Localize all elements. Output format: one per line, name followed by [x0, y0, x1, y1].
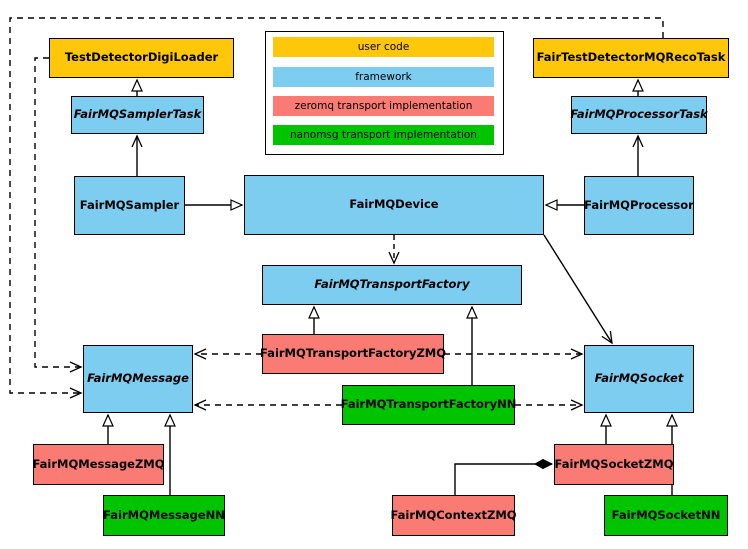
class-label: FairMQSocket: [594, 371, 684, 386]
class-node-fairmqdevice[interactable]: FairMQDevice: [244, 175, 544, 235]
class-node-fairmqsocketzmq[interactable]: FairMQSocketZMQ: [554, 444, 674, 485]
class-node-fairmqcontextzmq[interactable]: FairMQContextZMQ: [390, 495, 517, 536]
legend-item-framework: framework: [273, 67, 494, 87]
legend-label-nanomsg: nanomsg transport implementation: [290, 129, 477, 141]
class-label: FairMQDevice: [349, 197, 439, 212]
class-label: FairMQProcessorTask: [570, 107, 708, 122]
class-node-fairmqtransportfactoryzmq[interactable]: FairMQTransportFactoryZMQ: [260, 334, 447, 374]
class-label: FairMQProcessor: [584, 197, 694, 212]
class-node-fairmqsocket[interactable]: FairMQSocket: [584, 345, 694, 413]
class-label: FairMQTransportFactoryZMQ: [260, 346, 447, 361]
class-node-fairmqmessagezmq[interactable]: FairMQMessageZMQ: [32, 444, 165, 485]
class-label: FairMQSocketNN: [611, 507, 721, 522]
edge-device-to-socket: [543, 234, 613, 345]
legend-item-zeromq: zeromq transport implementation: [273, 96, 494, 116]
class-label: FairMQMessageZMQ: [32, 456, 165, 471]
class-label: FairMQMessageNN: [103, 507, 225, 522]
legend-label-user-code: user code: [357, 41, 410, 53]
class-label: FairMQSocketZMQ: [554, 456, 674, 471]
class-node-fairmqsocketnn[interactable]: FairMQSocketNN: [604, 495, 728, 536]
edge-contextzmq-to-socketzmq: [454, 458, 554, 495]
legend-item-nanomsg: nanomsg transport implementation: [273, 125, 494, 145]
class-node-fairmqsampler[interactable]: FairMQSampler: [74, 176, 185, 235]
class-label: FairTestDetectorMQRecoTask: [536, 50, 726, 65]
class-label: FairMQTransportFactoryNN: [340, 397, 517, 412]
class-label: FairMQSamplerTask: [73, 107, 202, 122]
legend-label-zeromq: zeromq transport implementation: [294, 100, 473, 112]
legend-label-framework: framework: [355, 71, 412, 83]
class-label: FairMQTransportFactory: [314, 277, 470, 292]
class-label: FairMQContextZMQ: [390, 507, 517, 522]
class-node-fairmqtransportfactorynn[interactable]: FairMQTransportFactoryNN: [340, 385, 517, 425]
legend-item-user-code: user code: [273, 37, 494, 57]
class-node-fairtestdetectormqrecotask[interactable]: FairTestDetectorMQRecoTask: [533, 38, 729, 78]
class-node-fairmqsamplertask[interactable]: FairMQSamplerTask: [71, 96, 204, 134]
class-node-testdetectordigiloader[interactable]: TestDetectorDigiLoader: [49, 38, 234, 78]
class-node-fairmqtransportfactory[interactable]: FairMQTransportFactory: [262, 265, 522, 305]
class-node-fairmqprocessortask[interactable]: FairMQProcessorTask: [570, 96, 708, 134]
class-node-fairmqmessage[interactable]: FairMQMessage: [83, 345, 193, 413]
class-node-fairmqprocessor[interactable]: FairMQProcessor: [584, 176, 694, 235]
class-label: TestDetectorDigiLoader: [64, 50, 219, 65]
class-label: FairMQMessage: [87, 371, 189, 386]
class-node-fairmqmessagenn[interactable]: FairMQMessageNN: [103, 495, 225, 536]
class-label: FairMQSampler: [79, 197, 180, 212]
